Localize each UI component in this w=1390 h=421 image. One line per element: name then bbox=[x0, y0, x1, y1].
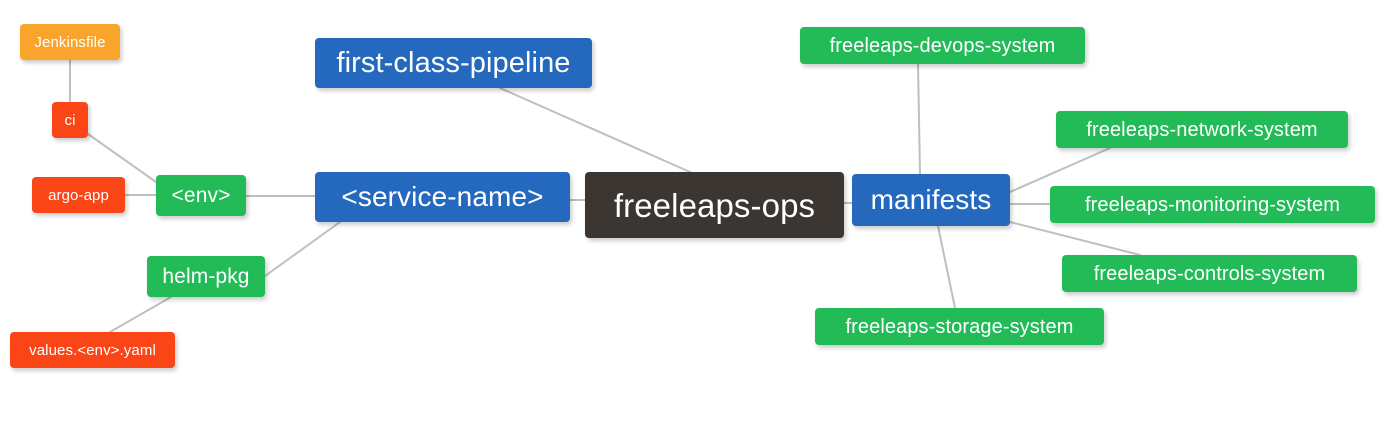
node-jenkinsfile[interactable]: Jenkinsfile bbox=[20, 24, 120, 60]
node-label-freeleaps-ops: freeleaps-ops bbox=[613, 186, 816, 224]
node-helm-pkg[interactable]: helm-pkg bbox=[147, 256, 265, 297]
node-label-argo-app: argo-app bbox=[48, 186, 109, 204]
node-label-freeleaps-network-system: freeleaps-network-system bbox=[1086, 118, 1318, 141]
edge-manifests-to-freeleaps-controls-system bbox=[1009, 221, 1141, 256]
node-label-service-name: <service-name> bbox=[341, 181, 544, 212]
edge-manifests-to-freeleaps-storage-system bbox=[937, 225, 956, 309]
node-first-class-pipeline[interactable]: first-class-pipeline bbox=[315, 38, 592, 88]
node-label-jenkinsfile: Jenkinsfile bbox=[34, 33, 106, 51]
node-freeleaps-controls-system[interactable]: freeleaps-controls-system bbox=[1062, 255, 1357, 292]
node-label-values-yaml: values.<env>.yaml bbox=[29, 341, 156, 359]
node-freeleaps-monitoring-system[interactable]: freeleaps-monitoring-system bbox=[1050, 186, 1375, 223]
edge-service-name-to-helm-pkg bbox=[264, 221, 341, 277]
node-label-helm-pkg: helm-pkg bbox=[162, 265, 250, 288]
node-ci[interactable]: ci bbox=[52, 102, 88, 138]
node-label-freeleaps-devops-system: freeleaps-devops-system bbox=[829, 34, 1056, 57]
edge-ci-to-env bbox=[87, 133, 157, 183]
node-manifests[interactable]: manifests bbox=[852, 174, 1010, 226]
edge-manifests-to-freeleaps-devops-system bbox=[917, 63, 921, 175]
node-label-ci: ci bbox=[64, 111, 76, 129]
node-env[interactable]: <env> bbox=[156, 175, 246, 216]
node-freeleaps-devops-system[interactable]: freeleaps-devops-system bbox=[800, 27, 1085, 64]
node-values-yaml[interactable]: values.<env>.yaml bbox=[10, 332, 175, 368]
node-argo-app[interactable]: argo-app bbox=[32, 177, 125, 213]
edge-first-class-pipeline-to-freeleaps-ops bbox=[499, 87, 691, 173]
node-freeleaps-ops[interactable]: freeleaps-ops bbox=[585, 172, 844, 238]
node-label-freeleaps-controls-system: freeleaps-controls-system bbox=[1093, 262, 1326, 285]
node-freeleaps-storage-system[interactable]: freeleaps-storage-system bbox=[815, 308, 1104, 345]
node-freeleaps-network-system[interactable]: freeleaps-network-system bbox=[1056, 111, 1348, 148]
node-label-env: <env> bbox=[171, 184, 231, 207]
node-label-first-class-pipeline: first-class-pipeline bbox=[336, 46, 571, 79]
node-service-name[interactable]: <service-name> bbox=[315, 172, 570, 222]
edge-helm-pkg-to-values-yaml bbox=[109, 296, 172, 333]
node-label-freeleaps-monitoring-system: freeleaps-monitoring-system bbox=[1084, 193, 1340, 216]
node-label-manifests: manifests bbox=[870, 184, 992, 215]
node-label-freeleaps-storage-system: freeleaps-storage-system bbox=[845, 315, 1074, 338]
